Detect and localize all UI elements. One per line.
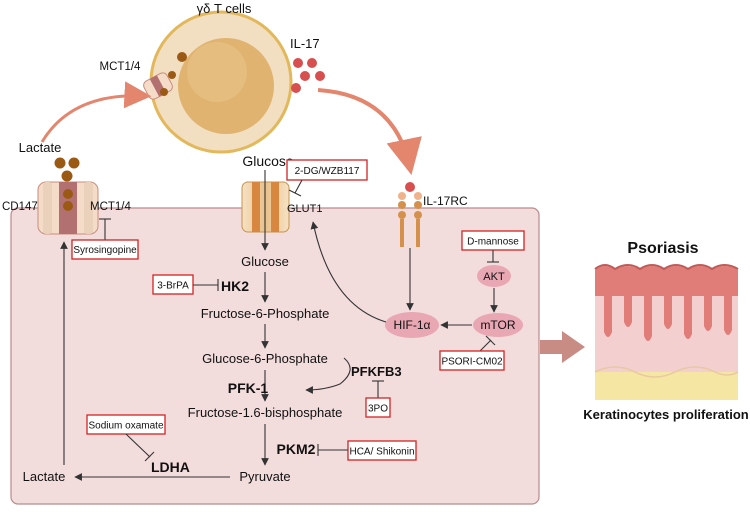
il17rc-receptor bbox=[398, 182, 422, 247]
psoriasis-title: Psoriasis bbox=[627, 240, 698, 257]
il17-to-receptor-arrow bbox=[317, 88, 422, 176]
f16bp-label: Fructose-1.6-bisphosphate bbox=[188, 405, 343, 420]
mtor-label: mTOR bbox=[480, 318, 515, 332]
nucleus-highlight bbox=[187, 42, 247, 102]
il17-label: IL-17 bbox=[290, 36, 320, 51]
il17-molecule bbox=[307, 58, 317, 68]
lactate-to-tcell-arrow bbox=[40, 81, 152, 143]
d-mannose-label: D-mannose bbox=[467, 237, 519, 248]
dg-wzb117-box: 2-DG/WZB117 bbox=[286, 159, 368, 181]
akt-label: AKT bbox=[483, 271, 505, 283]
psori-inhibit-line bbox=[479, 339, 492, 352]
oxamate-inhibit-bar bbox=[144, 451, 155, 462]
glucose-top-label: Glucose bbox=[242, 153, 294, 169]
hif-node bbox=[385, 312, 439, 338]
lactate-outside-label: Lactate bbox=[19, 140, 62, 155]
oxamate-label: Sodium oxamate bbox=[88, 421, 163, 432]
glut1-label: GLUT1 bbox=[287, 203, 322, 215]
il17rc-label: IL-17RC bbox=[423, 194, 468, 208]
cell-transporter-label: MCT1/4 bbox=[100, 61, 142, 73]
hif-label: HIF-1α bbox=[394, 318, 431, 332]
syrosingopine-box: Syrosingopine bbox=[71, 239, 139, 260]
po-box: 3PO bbox=[365, 397, 391, 418]
pfkfb3-curve-arrow bbox=[305, 357, 351, 394]
skin-epidermis-layer bbox=[595, 266, 738, 341]
hif-to-glut1-arrow bbox=[310, 221, 387, 323]
to-psoriasis-arrow bbox=[540, 331, 585, 363]
psoriasis-skin-illustration bbox=[594, 264, 739, 400]
ldha-label: LDHA bbox=[151, 459, 190, 475]
gd-t-cell bbox=[149, 10, 293, 154]
il17-molecule bbox=[291, 83, 301, 93]
lactate-molecule bbox=[54, 157, 66, 169]
dg-inhibit-bar bbox=[288, 189, 302, 197]
il17-molecule bbox=[293, 58, 303, 68]
pfk1-label: PFK-1 bbox=[228, 380, 269, 396]
il17-molecule bbox=[315, 71, 325, 81]
lactate-inside-label: Lactate bbox=[23, 469, 66, 484]
f6p-label: Fructose-6-Phosphate bbox=[201, 306, 330, 321]
psori-cm02-label: PSORI-CM02 bbox=[441, 357, 503, 368]
granule-dot bbox=[168, 71, 176, 79]
lactate-molecule bbox=[61, 170, 73, 182]
brpa-label: 3-BrPA bbox=[157, 281, 189, 292]
cell-title: γδ T cells bbox=[197, 1, 252, 16]
granule-dot bbox=[177, 52, 187, 62]
hca-shikonin-box: HCA/ Shikonin bbox=[347, 440, 417, 461]
akt-node bbox=[477, 265, 511, 287]
pkm2-label: PKM2 bbox=[277, 441, 316, 457]
pfkfb3-label: PFKFB3 bbox=[351, 364, 402, 379]
po-label: 3PO bbox=[368, 404, 388, 415]
hk2-label: HK2 bbox=[221, 278, 249, 294]
skin-scale-layer bbox=[594, 264, 739, 271]
hca-shikonin-label: HCA/ Shikonin bbox=[349, 447, 414, 458]
psori-inhibit-bar bbox=[485, 335, 496, 346]
psoriasis-caption: Keratinocytes proliferation bbox=[583, 407, 748, 422]
dg-inhibit-line bbox=[294, 179, 303, 194]
oxamate-box: Sodium oxamate bbox=[86, 414, 166, 435]
mct-membrane-label: MCT1/4 bbox=[90, 201, 132, 213]
glucose-label: Glucose bbox=[241, 254, 289, 269]
oxamate-inhibit-line bbox=[125, 433, 151, 458]
skin-fat-boundary bbox=[594, 366, 739, 378]
cd147-label: CD147 bbox=[2, 201, 38, 213]
g6p-label: Glucose-6-Phosphate bbox=[202, 351, 328, 366]
il17-molecule bbox=[300, 71, 310, 81]
lactate-molecule bbox=[68, 157, 80, 169]
syrosingopine-label: Syrosingopine bbox=[73, 245, 137, 256]
brpa-box: 3-BrPA bbox=[152, 274, 194, 295]
mtor-node bbox=[473, 313, 523, 337]
lactate-molecule bbox=[63, 189, 73, 199]
lactate-molecule bbox=[160, 88, 168, 96]
dg-wzb117-label: 2-DG/WZB117 bbox=[295, 166, 360, 177]
lactate-molecule bbox=[63, 201, 73, 211]
psori-cm02-box: PSORI-CM02 bbox=[439, 350, 505, 371]
d-mannose-box: D-mannose bbox=[461, 230, 525, 251]
pyruvate-label: Pyruvate bbox=[239, 469, 290, 484]
